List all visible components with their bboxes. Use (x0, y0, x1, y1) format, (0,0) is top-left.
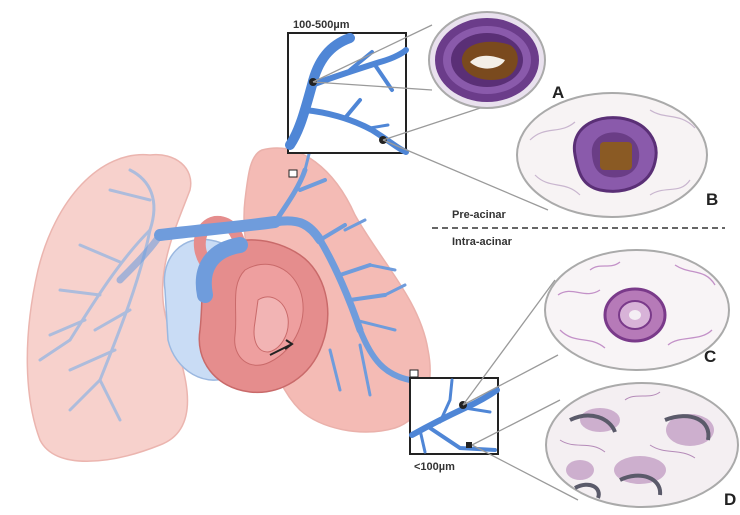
histology-panel-c: C (545, 250, 729, 370)
intra-acinar-label: Intra-acinar (452, 236, 513, 248)
upper-zoom-box: 100-500µm (288, 19, 406, 177)
panel-label-c: C (704, 347, 716, 366)
pre-acinar-label: Pre-acinar (452, 209, 507, 221)
lower-scale-label: <100µm (414, 461, 455, 473)
panel-label-d: D (724, 490, 736, 509)
panel-label-b: B (706, 190, 718, 209)
lower-zoom-box: <100µm (410, 370, 498, 473)
histology-panel-a: A (429, 12, 564, 108)
panel-label-a: A (552, 83, 564, 102)
upper-scale-label: 100-500µm (293, 19, 350, 31)
histology-panel-d: D (546, 383, 738, 509)
histology-panel-b: B (517, 93, 718, 217)
